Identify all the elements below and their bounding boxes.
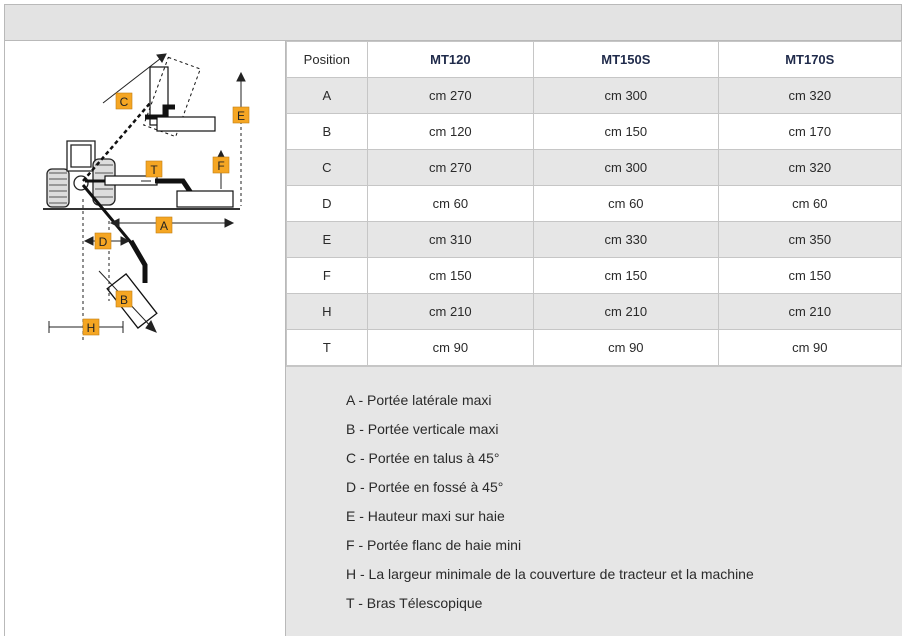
table-body: A cm 270 cm 300 cm 320 B cm 120 cm 150 c… xyxy=(286,77,903,366)
diagram-panel: C E T F A D B H xyxy=(5,41,286,636)
row-position: A xyxy=(286,77,368,114)
legend-item: C - Portée en talus à 45° xyxy=(346,450,500,466)
cell-mt150s: cm 60 xyxy=(533,185,719,222)
diagram-label-D: D xyxy=(94,232,112,250)
row-position: T xyxy=(286,329,368,366)
cell-mt170s: cm 90 xyxy=(717,329,903,366)
col-header-mt170s: MT170S xyxy=(717,41,903,78)
cell-mt120: cm 270 xyxy=(366,149,535,186)
cell-mt120: cm 310 xyxy=(366,221,535,258)
legend-item: B - Portée verticale maxi xyxy=(346,421,499,437)
spec-table: Position MT120 MT150S MT170S A cm 270 cm… xyxy=(286,41,903,366)
cell-mt150s: cm 330 xyxy=(533,221,719,258)
mower-reach-diagram: C E T F A D B H xyxy=(43,53,250,341)
table-row: H cm 210 cm 210 cm 210 xyxy=(286,293,903,330)
table-header-row: Position MT120 MT150S MT170S xyxy=(286,41,903,78)
cell-mt170s: cm 210 xyxy=(717,293,903,330)
diagram-label-T: T xyxy=(145,160,163,178)
svg-text:F: F xyxy=(217,159,224,173)
cell-mt170s: cm 150 xyxy=(717,257,903,294)
table-row: B cm 120 cm 150 cm 170 xyxy=(286,113,903,150)
svg-text:E: E xyxy=(237,109,245,123)
cell-mt170s: cm 320 xyxy=(717,77,903,114)
cell-mt150s: cm 90 xyxy=(533,329,719,366)
svg-text:A: A xyxy=(160,219,168,233)
content-frame: C E T F A D B H Position MT120 MT150S MT… xyxy=(4,4,903,636)
cell-mt150s: cm 210 xyxy=(533,293,719,330)
cell-mt150s: cm 300 xyxy=(533,149,719,186)
table-row: D cm 60 cm 60 cm 60 xyxy=(286,185,903,222)
svg-text:C: C xyxy=(120,95,129,109)
cell-mt150s: cm 300 xyxy=(533,77,719,114)
legend-item: T - Bras Télescopique xyxy=(346,595,483,611)
svg-text:D: D xyxy=(99,235,108,249)
cell-mt120: cm 120 xyxy=(366,113,535,150)
diagram-label-H: H xyxy=(82,318,100,336)
cell-mt170s: cm 350 xyxy=(717,221,903,258)
legend-list: A - Portée latérale maxi B - Portée vert… xyxy=(286,367,902,623)
diagram-label-F: F xyxy=(212,156,230,174)
table-row: A cm 270 cm 300 cm 320 xyxy=(286,77,903,114)
diagram-label-E: E xyxy=(232,106,250,124)
tractor-illustration xyxy=(46,140,116,208)
cell-mt120: cm 270 xyxy=(366,77,535,114)
row-position: C xyxy=(286,149,368,186)
header-bar xyxy=(5,5,901,41)
cell-mt170s: cm 320 xyxy=(717,149,903,186)
legend-item: H - La largeur minimale de la couverture… xyxy=(346,566,754,582)
diagram-label-A: A xyxy=(155,216,173,234)
table-row: T cm 90 cm 90 cm 90 xyxy=(286,329,903,366)
cell-mt170s: cm 170 xyxy=(717,113,903,150)
row-position: F xyxy=(286,257,368,294)
svg-text:B: B xyxy=(120,293,128,307)
cell-mt120: cm 210 xyxy=(366,293,535,330)
table-row: F cm 150 cm 150 cm 150 xyxy=(286,257,903,294)
cell-mt120: cm 150 xyxy=(366,257,535,294)
cell-mt150s: cm 150 xyxy=(533,257,719,294)
cell-mt170s: cm 60 xyxy=(717,185,903,222)
legend-item: D - Portée en fossé à 45° xyxy=(346,479,504,495)
col-header-mt150s: MT150S xyxy=(533,41,719,78)
cell-mt120: cm 60 xyxy=(366,185,535,222)
table-row: C cm 270 cm 300 cm 320 xyxy=(286,149,903,186)
svg-text:H: H xyxy=(87,321,96,335)
mower-arms xyxy=(81,56,234,330)
row-position: H xyxy=(286,293,368,330)
svg-text:T: T xyxy=(150,163,158,177)
table-row: E cm 310 cm 330 cm 350 xyxy=(286,221,903,258)
legend-item: A - Portée latérale maxi xyxy=(346,392,492,408)
legend-item: F - Portée flanc de haie mini xyxy=(346,537,522,553)
row-position: D xyxy=(286,185,368,222)
col-header-mt120: MT120 xyxy=(366,41,535,78)
row-position: B xyxy=(286,113,368,150)
legend-item: E - Hauteur maxi sur haie xyxy=(346,508,505,524)
col-header-position: Position xyxy=(286,41,368,78)
diagram-label-B: B xyxy=(115,290,133,308)
cell-mt150s: cm 150 xyxy=(533,113,719,150)
cell-mt120: cm 90 xyxy=(366,329,535,366)
row-position: E xyxy=(286,221,368,258)
legend-panel: A - Portée latérale maxi B - Portée vert… xyxy=(286,366,902,636)
diagram-label-C: C xyxy=(115,92,133,110)
